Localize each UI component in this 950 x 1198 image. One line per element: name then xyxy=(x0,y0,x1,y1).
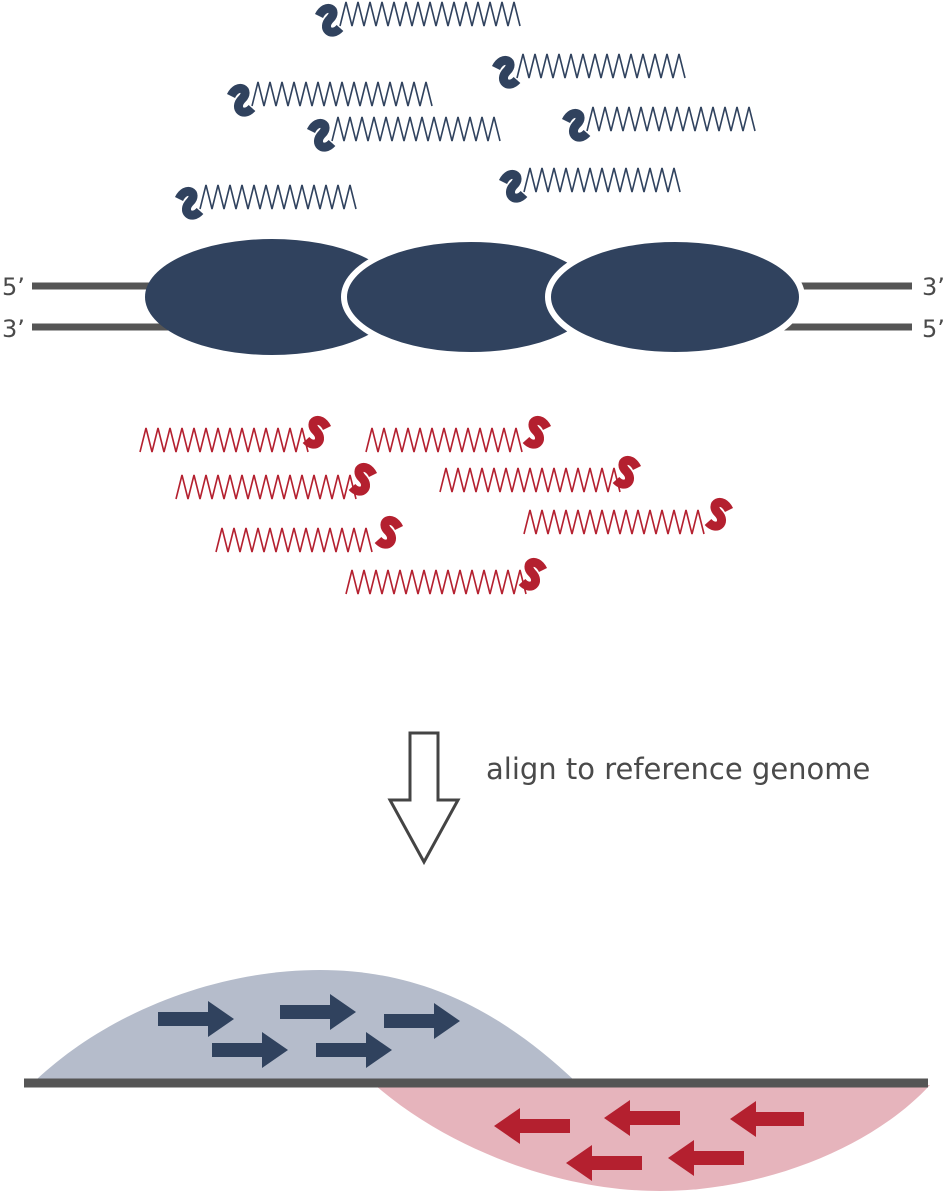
forward-arrow-icon xyxy=(316,1032,392,1068)
exonuclease-icon xyxy=(348,462,378,496)
read-strand xyxy=(175,474,357,500)
reverse-read xyxy=(139,415,332,453)
nucleosome-array xyxy=(145,236,805,358)
exonuclease-icon xyxy=(522,415,552,449)
reverse-read xyxy=(215,515,404,553)
exonuclease-icon xyxy=(612,455,642,489)
exonuclease-icon xyxy=(498,169,528,203)
exonuclease-icon xyxy=(174,186,204,220)
reverse-arrow-icon xyxy=(604,1100,680,1136)
reverse-arrow-icon xyxy=(566,1145,642,1181)
forward-read xyxy=(226,81,433,117)
reverse-arrow-icon xyxy=(494,1108,570,1144)
forward-peak xyxy=(35,970,575,1081)
reverse-reads xyxy=(139,415,734,595)
reverse-read xyxy=(365,415,552,453)
read-strand xyxy=(439,467,621,493)
aligned-read-arrows xyxy=(158,994,804,1181)
reverse-read xyxy=(345,557,548,595)
read-strand xyxy=(345,569,527,595)
read-strand xyxy=(331,116,501,142)
down-arrow-icon xyxy=(387,731,461,866)
nucleosome-3 xyxy=(545,236,805,358)
reverse-read xyxy=(175,462,378,500)
exonuclease-icon xyxy=(518,557,548,591)
read-strand xyxy=(139,427,309,453)
forward-arrow-icon xyxy=(280,994,356,1030)
read-strand xyxy=(339,1,521,27)
label-3prime-bottom-left: 3’ xyxy=(2,315,25,343)
forward-read xyxy=(306,116,501,152)
forward-arrow-icon xyxy=(384,1003,460,1039)
exonuclease-icon xyxy=(226,83,256,117)
exonuclease-icon xyxy=(704,497,734,531)
exonuclease-icon xyxy=(561,108,591,142)
read-strand xyxy=(215,527,373,553)
exonuclease-icon xyxy=(374,515,404,549)
read-strand xyxy=(251,81,433,107)
exonuclease-icon xyxy=(306,118,336,152)
read-strand xyxy=(199,184,357,210)
exonuclease-icon xyxy=(302,415,332,449)
label-3prime-top-right: 3’ xyxy=(922,273,945,301)
reverse-arrow-icon xyxy=(668,1140,744,1176)
label-5prime-bottom-right: 5’ xyxy=(922,315,945,343)
forward-read xyxy=(498,167,681,203)
nucleosome-1 xyxy=(145,239,399,355)
label-5prime-top-left: 5’ xyxy=(2,273,25,301)
forward-read xyxy=(491,53,686,89)
reverse-arrow-icon xyxy=(730,1101,804,1137)
forward-arrow-icon xyxy=(212,1032,288,1068)
reverse-read xyxy=(439,455,642,493)
read-strand xyxy=(586,106,756,132)
step-label: align to reference genome xyxy=(486,752,870,786)
forward-arrow-icon xyxy=(158,1001,234,1037)
read-strand xyxy=(523,167,681,193)
reverse-read xyxy=(523,497,734,535)
read-strand xyxy=(365,427,523,453)
forward-reads xyxy=(174,1,756,220)
read-strand xyxy=(516,53,686,79)
exonuclease-icon xyxy=(314,3,344,37)
forward-read xyxy=(561,106,756,142)
read-strand xyxy=(523,509,705,535)
forward-read xyxy=(314,1,521,37)
exonuclease-icon xyxy=(491,55,521,89)
reverse-peak xyxy=(375,1085,930,1191)
forward-read xyxy=(174,184,357,220)
